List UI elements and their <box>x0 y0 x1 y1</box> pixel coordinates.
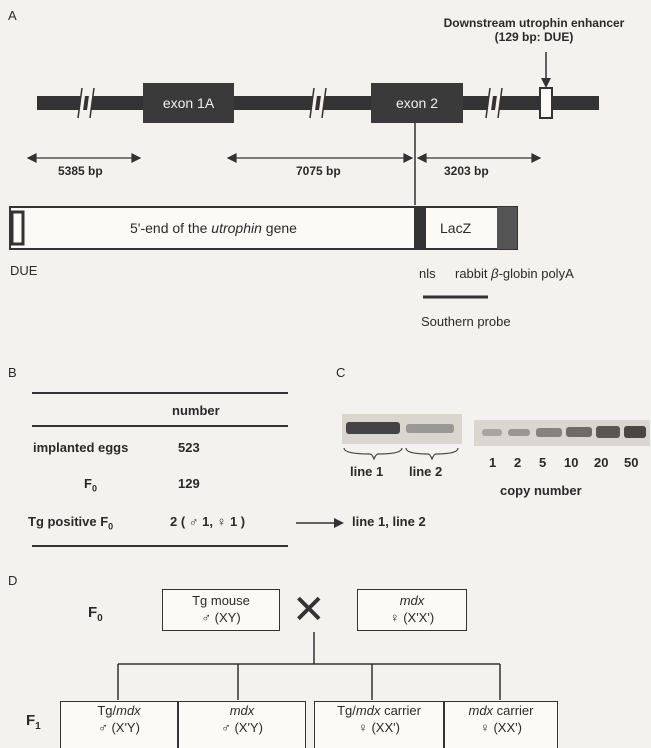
exon-2: exon 2 <box>371 83 463 123</box>
child-mdx-carrier: mdx carrier ♀ (XX') <box>444 701 558 748</box>
f0-label: F0 <box>88 604 103 624</box>
blot-right <box>474 420 650 446</box>
pedigree-lines <box>117 632 501 700</box>
due-element <box>539 87 553 119</box>
blot-brackets <box>343 447 459 460</box>
nls-label: nls <box>419 266 436 281</box>
copy-number-label: copy number <box>500 483 582 498</box>
row-f0-name: F0 <box>84 476 97 494</box>
parent-mdx-box: mdx ♀ (X'X') <box>357 589 467 631</box>
polya-label: rabbit β-globin polyA <box>455 266 574 281</box>
genomic-line <box>37 96 599 110</box>
child-tg-mdx-male: Tg/mdx ♂ (X'Y) <box>60 701 178 748</box>
f1-label: F1 <box>26 712 41 732</box>
row-tg-name: Tg positive F0 <box>28 514 114 532</box>
panel-d-label: D <box>8 573 18 588</box>
table-bottom-rule <box>32 545 288 547</box>
construct-label: 5'-end of the utrophin gene <box>130 220 297 236</box>
table-top-rule <box>32 392 288 394</box>
tg-lines: line 1, line 2 <box>352 514 426 529</box>
line1-label: line 1 <box>350 464 384 479</box>
construct-box <box>9 206 518 250</box>
row-implanted-name: implanted eggs <box>33 440 129 455</box>
row-tg-value: 2 ( ♂ 1, ♀ 1 ) <box>170 514 246 529</box>
tg-arrow <box>296 518 344 528</box>
lacz-label: LacZ <box>440 220 472 236</box>
child-mdx-male: mdx ♂ (X'Y) <box>178 701 306 748</box>
distance-1: 5385 bp <box>58 164 103 178</box>
distance-2: 7075 bp <box>296 164 341 178</box>
panel-a-label: A <box>8 8 17 23</box>
gene-map <box>9 52 599 299</box>
panel-b-label: B <box>8 365 17 380</box>
distance-3: 3203 bp <box>444 164 489 178</box>
copy-numbers: 1 2 5 10 20 50 <box>489 455 639 470</box>
cross-symbol: ✕ <box>292 588 326 632</box>
blot-left <box>342 414 462 444</box>
line2-label: line 2 <box>409 464 443 479</box>
enhancer-label: Downstream utrophin enhancer (129 bp: DU… <box>443 16 625 44</box>
table-header: number <box>172 403 220 418</box>
southern-probe-label: Southern probe <box>421 314 511 329</box>
table-mid-rule <box>32 425 288 427</box>
row-f0-value: 129 <box>178 476 200 491</box>
exon-1a: exon 1A <box>143 83 234 123</box>
row-implanted-value: 523 <box>178 440 200 455</box>
parent-tg-box: Tg mouse ♂ (XY) <box>162 589 280 631</box>
due-label: DUE <box>10 263 38 278</box>
panel-c-label: C <box>336 365 346 380</box>
child-tg-mdx-carrier: Tg/mdx carrier ♀ (XX') <box>314 701 444 748</box>
